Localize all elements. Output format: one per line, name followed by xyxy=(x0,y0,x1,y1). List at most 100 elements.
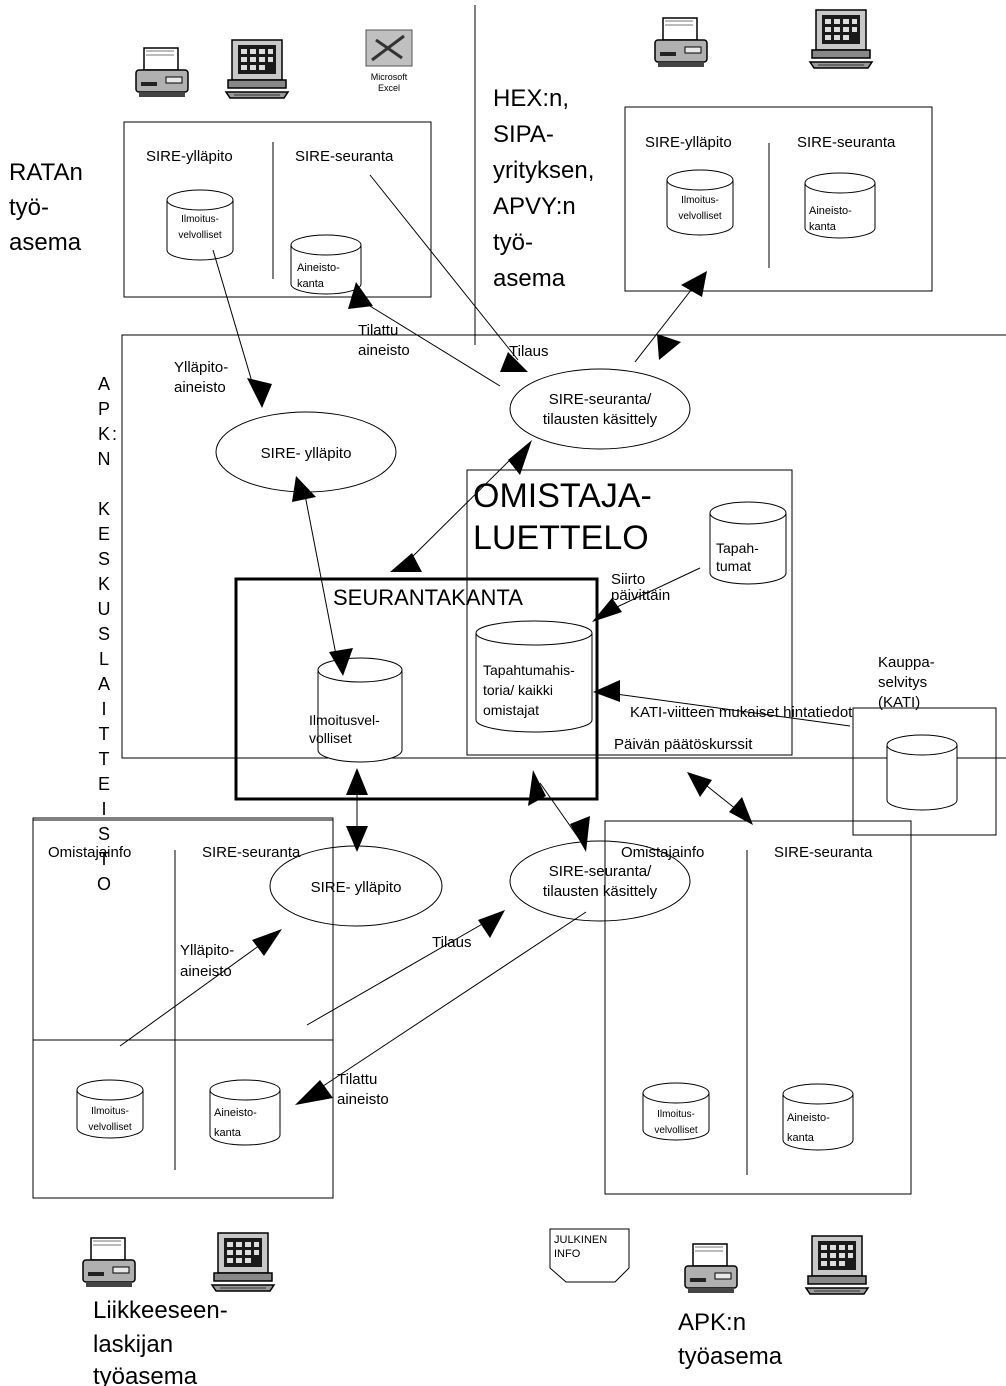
svg-text:asema: asema xyxy=(493,265,566,292)
svg-text:(KATI): (KATI) xyxy=(878,694,920,711)
printer-icon xyxy=(135,47,189,98)
svg-text:I: I xyxy=(101,799,106,819)
db-ilmoitus-2: volliset xyxy=(309,730,352,746)
yllapito-top-label: SIRE- ylläpito xyxy=(261,445,352,462)
svg-text:T: T xyxy=(99,724,110,744)
julkinen-info-2: INFO xyxy=(554,1248,581,1260)
svg-text:K: K xyxy=(98,574,110,594)
seurantakanta-title: SEURANTAKANTA xyxy=(333,585,523,610)
svg-text:S: S xyxy=(98,549,110,569)
svg-text:A: A xyxy=(98,374,110,394)
rata-right-title: SIRE-seuranta xyxy=(295,148,394,165)
rata-left-title: SIRE-ylläpito xyxy=(146,148,233,165)
apk-db-right-2: kanta xyxy=(787,1132,815,1144)
hex-box xyxy=(624,106,933,292)
svg-text:laskijan: laskijan xyxy=(93,1331,173,1358)
database-icon: Aineisto- kanta xyxy=(782,1083,854,1151)
svg-text:RATAn: RATAn xyxy=(9,159,83,186)
svg-text:U: U xyxy=(98,599,111,619)
julkinen-info-1: JULKINEN xyxy=(554,1234,607,1246)
yllapito-aineisto-bottom-1: Ylläpito- xyxy=(180,942,234,959)
tilattu-bottom-1: Tilattu xyxy=(337,1071,377,1088)
liikkeeseen-left-title: Omistajainfo xyxy=(48,844,131,861)
excel-icon: Microsoft Excel xyxy=(365,29,413,93)
kati-box xyxy=(852,707,997,836)
rata-db-right-2: kanta xyxy=(297,278,325,290)
kati-label: Kauppa- selvitys (KATI) xyxy=(878,654,935,711)
liikkeeseen-right-title: SIRE-seuranta xyxy=(202,844,301,861)
database-icon: Ilmoitusvel- volliset xyxy=(309,657,403,763)
db-tapahtumat-2: tumat xyxy=(716,558,751,574)
database-icon: Ilmoitus- velvolliset xyxy=(642,1082,710,1141)
rata-label: RATAn työ- asema xyxy=(9,159,83,256)
svg-text:HEX:n,: HEX:n, xyxy=(493,85,569,112)
tilattu-top-1: Tilattu xyxy=(358,322,398,339)
svg-text:Kauppa-: Kauppa- xyxy=(878,654,935,671)
database-icon: Tapahtumahis- toria/ kaikki omistajat xyxy=(475,620,593,733)
svg-text:K: K xyxy=(98,424,110,444)
arrowheads xyxy=(247,271,753,1105)
svg-text:työasema: työasema xyxy=(678,1343,783,1370)
svg-text:SIPA-: SIPA- xyxy=(493,121,554,148)
computer-icon xyxy=(225,39,289,99)
paivan-paatoskurssit: Päivän päätöskurssit xyxy=(614,736,753,753)
printer-icon xyxy=(82,1237,136,1288)
svg-text:T: T xyxy=(99,749,110,769)
database-icon: Tapah- tumat xyxy=(709,501,787,585)
svg-text:APK:n: APK:n xyxy=(678,1309,746,1336)
julkinen-info-document: JULKINEN INFO xyxy=(549,1228,630,1283)
database-icon: Aineisto- kanta xyxy=(209,1079,281,1146)
tilaus-bottom: Tilaus xyxy=(432,934,471,951)
svg-text:N: N xyxy=(98,449,111,469)
process-ellipse: SIRE-seuranta/ tilausten käsittely xyxy=(509,840,691,922)
svg-text:työ-: työ- xyxy=(493,229,533,256)
seuranta-bottom-line-1: SIRE-seuranta/ xyxy=(549,863,652,880)
printer-icon xyxy=(654,17,708,68)
svg-text:S: S xyxy=(98,624,110,644)
hex-db-left-1: Ilmoitus- xyxy=(681,195,719,206)
svg-text:selvitys: selvitys xyxy=(878,674,927,691)
liikkeeseen-label: Liikkeeseen- laskijan työasema xyxy=(93,1297,228,1386)
svg-text:O: O xyxy=(97,874,111,894)
excel-label-1: Microsoft xyxy=(371,72,408,82)
printer-icon xyxy=(684,1243,738,1294)
database-icon xyxy=(886,734,958,811)
svg-text:E: E xyxy=(98,524,110,544)
computer-icon xyxy=(805,1235,869,1295)
liik-db-left-2: velvolliset xyxy=(88,1122,132,1133)
db-historia-2: toria/ kaikki xyxy=(483,682,553,698)
hex-left-title: SIRE-ylläpito xyxy=(645,134,732,151)
tilattu-bottom-2: aineisto xyxy=(337,1091,389,1108)
svg-text:K: K xyxy=(98,499,110,519)
svg-text:P: P xyxy=(98,399,110,419)
apk-right-title: SIRE-seuranta xyxy=(774,844,873,861)
database-icon: Ilmoitus- velvolliset xyxy=(166,189,234,261)
svg-text:APVY:n: APVY:n xyxy=(493,193,576,220)
apk-db-left-2: velvolliset xyxy=(654,1125,698,1136)
rata-db-left-1: Ilmoitus- xyxy=(181,214,219,225)
liik-db-left-1: Ilmoitus- xyxy=(91,1106,129,1117)
apk-db-left-1: Ilmoitus- xyxy=(657,1109,695,1120)
database-icon: Ilmoitus- velvolliset xyxy=(666,169,734,236)
rata-db-right-1: Aineisto- xyxy=(297,262,340,274)
apk-label: APK:n työasema xyxy=(678,1309,783,1370)
hex-db-left-2: velvolliset xyxy=(678,211,722,222)
svg-text:työ-: työ- xyxy=(9,194,49,221)
hex-db-right-2: kanta xyxy=(809,221,837,233)
computer-icon xyxy=(809,9,873,69)
omistajaluettelo-title-1: OMISTAJA- xyxy=(473,477,652,515)
apk-box xyxy=(604,820,912,1195)
svg-text:E: E xyxy=(98,774,110,794)
yllapito-aineisto-top-1: Ylläpito- xyxy=(174,359,228,376)
database-icon: Aineisto- kanta xyxy=(290,234,362,295)
svg-text:L: L xyxy=(99,649,109,669)
seuranta-bottom-line-2: tilausten käsittely xyxy=(543,883,658,900)
tilattu-top-2: aineisto xyxy=(358,342,410,359)
svg-text:yrityksen,: yrityksen, xyxy=(493,157,594,184)
kati-viitteen: KATI-viitteen mukaiset hintatiedot xyxy=(630,704,853,721)
database-icon: Ilmoitus- velvolliset xyxy=(76,1079,144,1139)
seuranta-top-line-1: SIRE-seuranta/ xyxy=(549,391,652,408)
svg-text:Liikkeeseen-: Liikkeeseen- xyxy=(93,1297,228,1324)
computer-icon xyxy=(211,1232,275,1292)
